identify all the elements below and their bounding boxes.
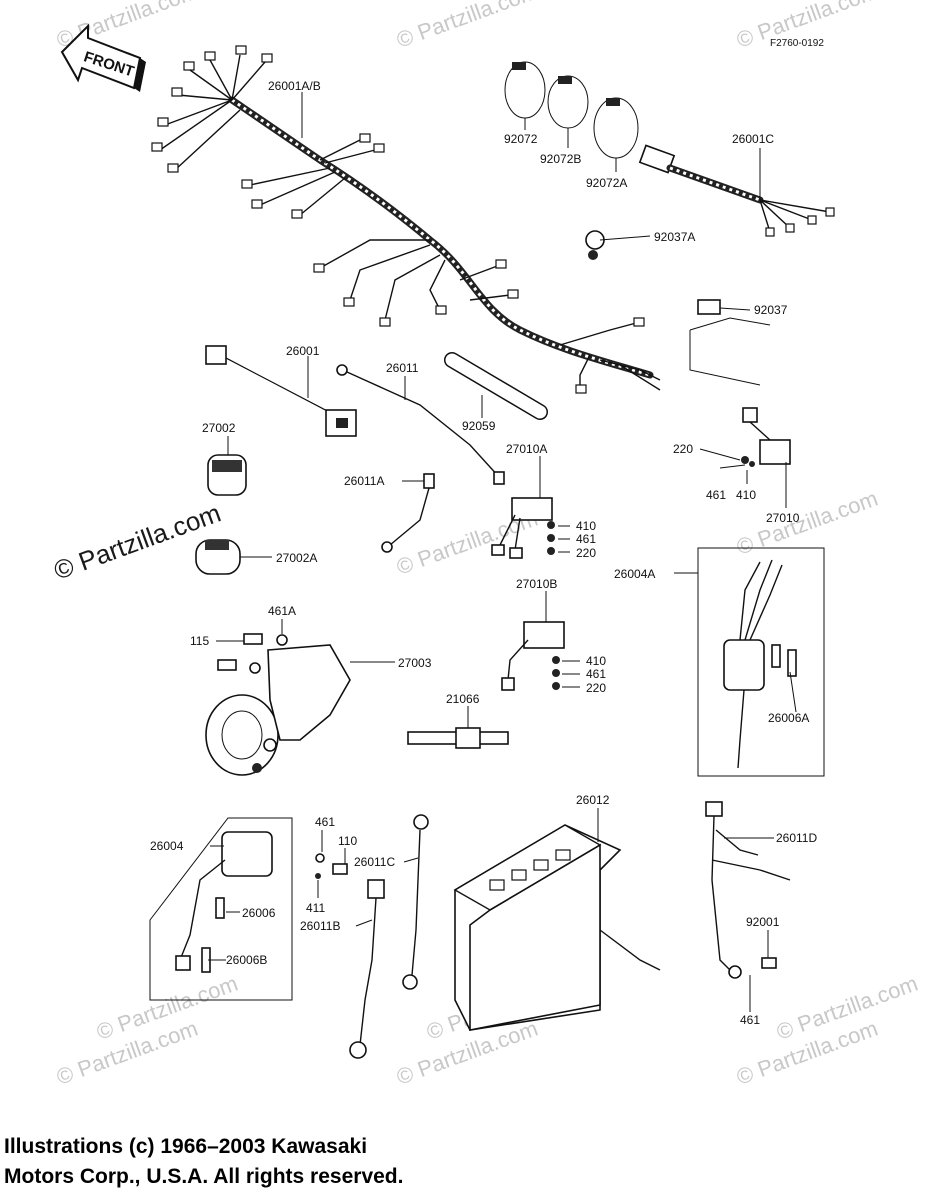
lead-26011D	[705, 801, 791, 979]
callout-26004A: 26004A	[614, 567, 655, 581]
watermark: © Partzilla.com	[393, 0, 541, 53]
callout-92059: 92059	[462, 419, 496, 433]
watermark-main: © Partzilla.com	[50, 498, 225, 586]
callout-115: 115	[190, 634, 209, 648]
main-harness	[151, 45, 661, 394]
clamp-92072A	[593, 97, 639, 159]
callout-26001AB: 26001A/B	[268, 79, 321, 93]
callout-220b: 220	[673, 442, 693, 456]
callout-27010: 27010	[766, 511, 800, 525]
lead-26011A	[381, 473, 435, 553]
callout-92001: 92001	[746, 915, 780, 929]
horn-27003	[205, 633, 351, 776]
callout-110: 110	[338, 834, 357, 848]
callout-26011D: 26011D	[776, 831, 817, 845]
callout-26011C: 26011C	[354, 855, 395, 869]
figure-code: F2760-0192	[770, 38, 824, 49]
tube-92059	[444, 352, 548, 420]
battery-26012	[453, 824, 661, 1031]
copyright-notice: Illustrations (c) 1966–2003 Kawasaki Mot…	[4, 1132, 524, 1192]
callout-26012: 26012	[576, 793, 610, 807]
leader-lines	[208, 92, 797, 1012]
callout-461d: 461	[315, 815, 335, 829]
callout-27010B: 27010B	[516, 577, 557, 591]
box-26004A	[697, 547, 825, 777]
callout-92037A: 92037A	[654, 230, 695, 244]
callout-220c: 220	[586, 681, 606, 695]
callout-92072B: 92072B	[540, 152, 581, 166]
callout-461e: 461	[740, 1013, 760, 1027]
callout-27010A: 27010A	[506, 442, 547, 456]
callout-410b: 410	[736, 488, 756, 502]
callout-92072: 92072	[504, 132, 538, 146]
callout-26006A: 26006A	[768, 711, 809, 725]
callout-26001C: 26001C	[732, 132, 774, 146]
callout-labels: 26001A/B 92072 92072B 92072A 26001C 9203…	[150, 79, 817, 1027]
callout-220a: 220	[576, 546, 596, 560]
copyright-line-1: Illustrations (c) 1966–2003 Kawasaki	[4, 1135, 368, 1158]
callout-21066: 21066	[446, 692, 480, 706]
callout-461b: 461	[706, 488, 726, 502]
callout-27002A: 27002A	[276, 551, 317, 565]
callout-26011B: 26011B	[300, 919, 340, 933]
callout-461A: 461A	[268, 604, 296, 618]
callout-461c: 461	[586, 667, 606, 681]
callout-26004: 26004	[150, 839, 184, 853]
callout-26006B: 26006B	[226, 953, 267, 967]
harness-26001	[205, 345, 357, 437]
sensor-21066	[407, 727, 509, 749]
sub-harness-26001C	[638, 144, 835, 237]
clamp-92072B	[547, 75, 589, 129]
regulator-27010A	[491, 497, 555, 559]
callout-461a: 461	[576, 532, 596, 546]
callout-410a: 410	[576, 519, 596, 533]
callout-27003: 27003	[398, 656, 432, 670]
lead-26011C	[402, 814, 429, 990]
front-arrow-icon: FRONT	[60, 23, 146, 92]
bracket-92037	[689, 299, 771, 386]
clamp-92072	[504, 61, 546, 119]
callout-411: 411	[306, 901, 325, 915]
washers-461-110-411	[315, 853, 348, 879]
regulator-27010B	[501, 621, 565, 691]
callout-26011: 26011	[386, 361, 419, 375]
copyright-line-2: Motors Corp., U.S.A. All rights reserved…	[4, 1165, 404, 1188]
relay-27002	[207, 454, 247, 496]
callout-27002: 27002	[202, 421, 236, 435]
clip-92037A	[585, 230, 605, 260]
relay-27002A	[195, 539, 241, 575]
box-26004	[149, 817, 293, 1001]
regulator-27010	[741, 407, 791, 467]
callout-92072A: 92072A	[586, 176, 627, 190]
callout-26006: 26006	[242, 906, 276, 920]
lead-26011B	[349, 879, 385, 1059]
callout-26011A: 26011A	[344, 474, 384, 488]
callout-410c: 410	[586, 654, 606, 668]
callout-92037: 92037	[754, 303, 788, 317]
callout-26001: 26001	[286, 344, 320, 358]
wire-26011	[336, 364, 505, 485]
